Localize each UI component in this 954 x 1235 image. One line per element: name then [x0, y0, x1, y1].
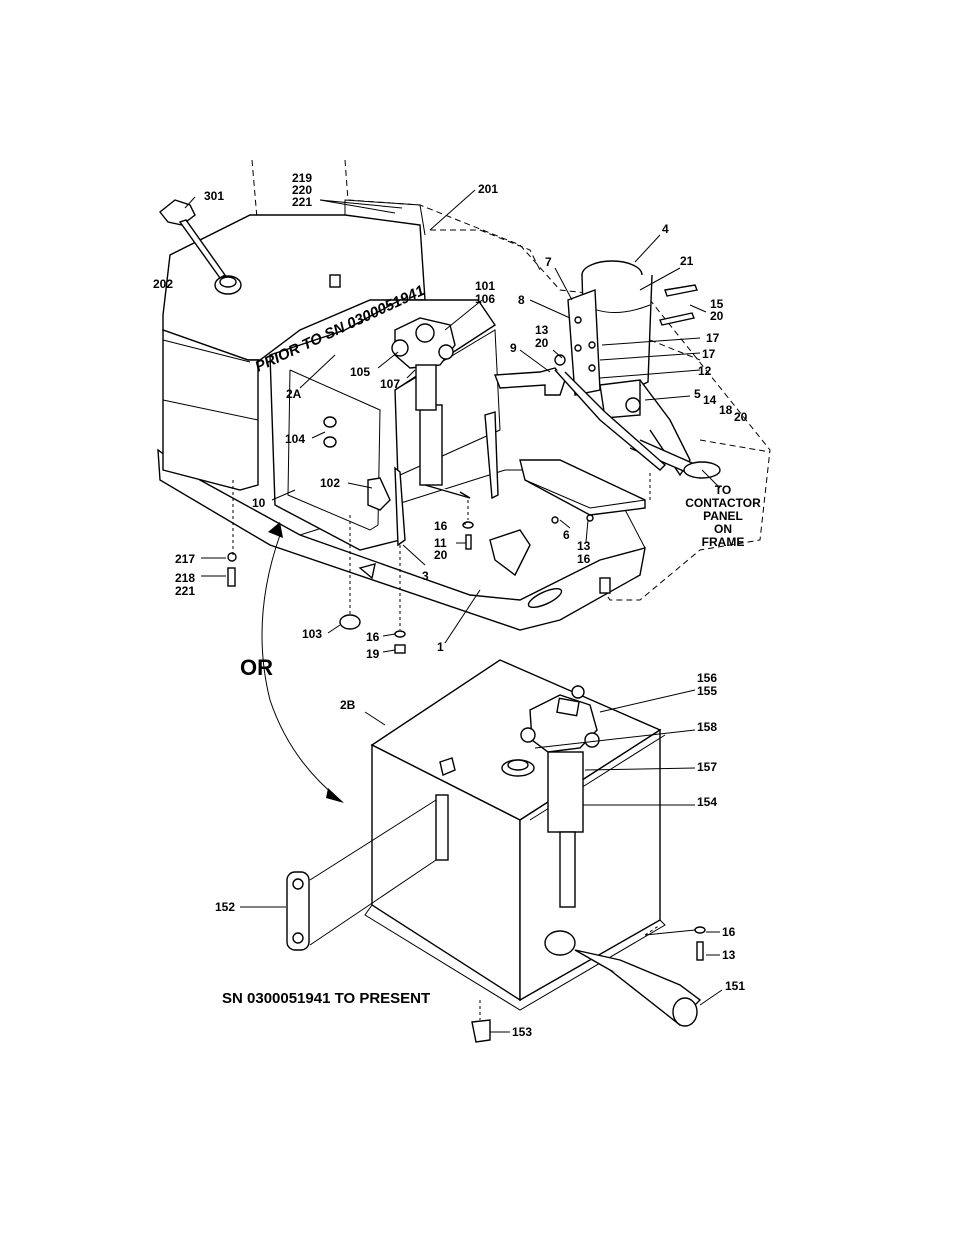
bracket-6 — [520, 460, 645, 515]
label-103: 103 — [302, 627, 322, 641]
callout-to-contactor: TO CONTACTOR PANEL ON FRAME — [685, 470, 761, 549]
label-16: 16 — [577, 552, 591, 566]
label-10: 10 — [252, 496, 266, 510]
label-9: 9 — [510, 341, 517, 355]
label-13: 13 — [577, 539, 591, 553]
label-106: 106 — [475, 292, 495, 306]
callout-line-5: FRAME — [702, 535, 745, 549]
callout-line-3: PANEL — [703, 509, 743, 523]
label-154: 154 — [697, 795, 717, 809]
label-201: 201 — [478, 182, 498, 196]
label-218: 218 — [175, 571, 195, 585]
label-221: 221 — [292, 195, 312, 209]
drain-plug-153 — [472, 1020, 490, 1042]
lower-assembly: SN 0300051941 TO PRESENT — [222, 660, 722, 1042]
upper-assembly: PRIOR TO SN 0300051941 — [158, 160, 770, 653]
label-20: 20 — [734, 410, 748, 424]
label-14: 14 — [703, 393, 717, 407]
label-16: 16 — [366, 630, 380, 644]
label-156: 156 — [697, 671, 717, 685]
label-20: 20 — [434, 548, 448, 562]
label-3: 3 — [422, 569, 429, 583]
label-18: 18 — [719, 403, 733, 417]
or-label: OR — [240, 655, 273, 680]
label-101: 101 — [475, 279, 495, 293]
label-105: 105 — [350, 365, 370, 379]
label-13: 13 — [722, 948, 736, 962]
hose-9 — [495, 368, 565, 395]
label-17: 17 — [706, 331, 720, 345]
tank-2B — [365, 660, 665, 1010]
label-5: 5 — [694, 387, 701, 401]
label-2B: 2B — [340, 698, 356, 712]
label-13: 13 — [535, 323, 549, 337]
label-157: 157 — [697, 760, 717, 774]
label-2A: 2A — [286, 387, 302, 401]
label-21: 21 — [680, 254, 694, 268]
label-151: 151 — [725, 979, 745, 993]
label-104: 104 — [285, 432, 305, 446]
label-16: 16 — [434, 519, 448, 533]
label-107: 107 — [380, 377, 400, 391]
label-8: 8 — [518, 293, 525, 307]
caption-present: SN 0300051941 TO PRESENT — [222, 990, 430, 1007]
label-7: 7 — [545, 255, 552, 269]
strainer-151 — [545, 931, 700, 1026]
label-217: 217 — [175, 552, 195, 566]
label-301: 301 — [204, 189, 224, 203]
label-155: 155 — [697, 684, 717, 698]
label-16: 16 — [722, 925, 736, 939]
label-12: 12 — [698, 364, 712, 378]
label-4: 4 — [662, 222, 669, 236]
label-152: 152 — [215, 900, 235, 914]
label-158: 158 — [697, 720, 717, 734]
label-17: 17 — [702, 347, 716, 361]
label-20: 20 — [710, 309, 724, 323]
label-1: 1 — [437, 640, 444, 654]
label-19: 19 — [366, 647, 380, 661]
label-202: 202 — [153, 277, 173, 291]
label-221: 221 — [175, 584, 195, 598]
label-153: 153 — [512, 1025, 532, 1039]
label-6: 6 — [563, 528, 570, 542]
callout-line-4: ON — [714, 522, 732, 536]
callout-line-1: TO — [715, 483, 731, 497]
label-20: 20 — [535, 336, 549, 350]
label-102: 102 — [320, 476, 340, 490]
callout-line-2: CONTACTOR — [685, 496, 761, 510]
